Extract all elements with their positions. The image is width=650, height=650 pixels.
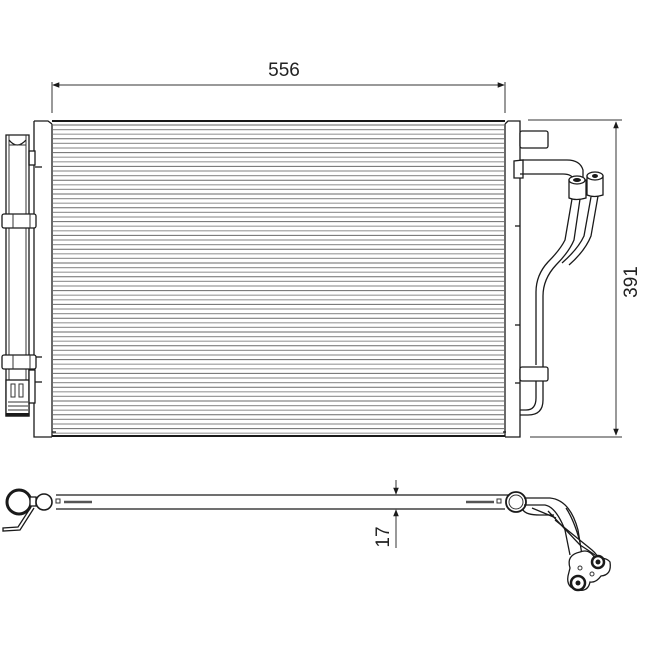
- right-header-tank: [503, 120, 549, 438]
- height-dimension-label: 391: [621, 266, 642, 298]
- receiver-dryer: [1, 134, 37, 417]
- depth-dimension: 17: [373, 480, 399, 548]
- width-dimension: 556: [51, 60, 506, 113]
- front-view: [1, 120, 604, 438]
- refrigerant-pipes: [513, 159, 604, 416]
- condenser-core: [52, 120, 507, 437]
- height-dimension: 391: [528, 119, 642, 438]
- depth-dimension-label: 17: [373, 526, 394, 547]
- width-dimension-label: 556: [268, 60, 300, 81]
- top-view: 17: [2, 480, 611, 592]
- top-view-dryer: [2, 488, 53, 532]
- top-view-pipe-fitting: [505, 491, 611, 592]
